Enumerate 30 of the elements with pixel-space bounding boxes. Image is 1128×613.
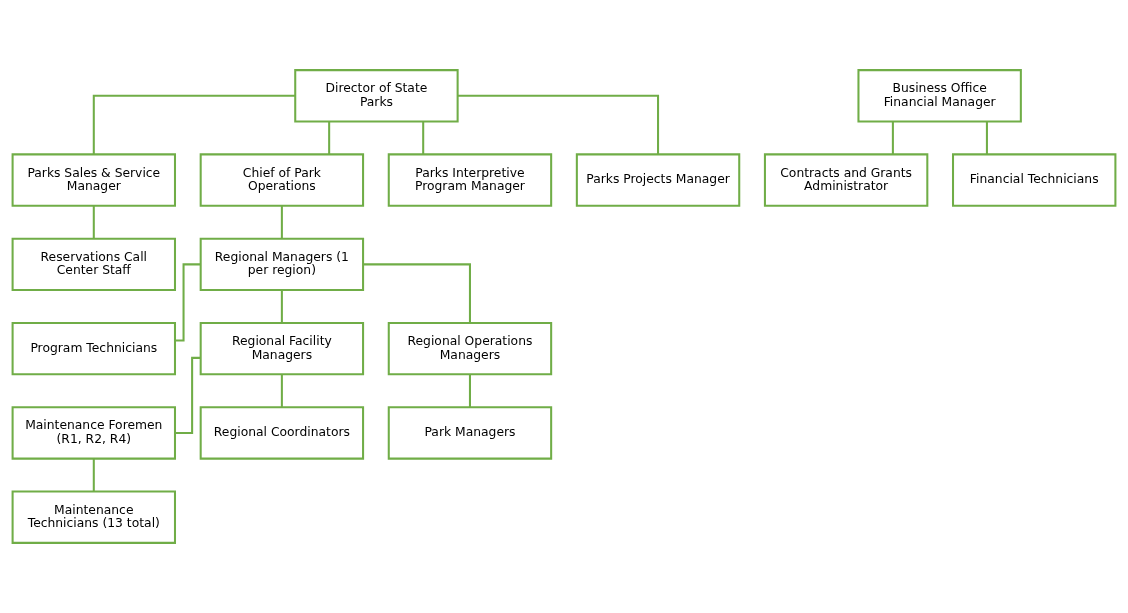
- connector: [280, 290, 283, 323]
- connector: [92, 458, 95, 492]
- node-box: Director of State Parks: [294, 69, 459, 123]
- connector: [92, 94, 296, 155]
- node-box: Park Managers: [387, 406, 553, 460]
- node-box: Parks Sales & Service Manager: [11, 153, 176, 207]
- connector: [891, 121, 894, 155]
- connector: [363, 263, 471, 323]
- node-box: Regional Coordinators: [199, 406, 365, 460]
- node-box: Reservations Call Center Staff: [11, 237, 176, 292]
- node-box: Maintenance Foremen (R1, R2, R4): [11, 406, 176, 460]
- node-box: Business Office Financial Manager: [857, 69, 1022, 123]
- node-box: Chief of Park Operations: [199, 153, 365, 207]
- node-box: Parks Interpretive Program Manager: [387, 153, 553, 207]
- connector: [328, 121, 331, 155]
- node-box: Financial Technicians: [952, 153, 1117, 207]
- connector: [280, 374, 283, 408]
- connector: [985, 121, 988, 155]
- node-box: Program Technicians: [11, 321, 176, 376]
- connector: [468, 374, 471, 408]
- node-box: Regional Managers (1 per region): [199, 237, 365, 292]
- node-box: Maintenance Technicians (13 total): [11, 490, 176, 544]
- node-box: Parks Projects Manager: [575, 153, 741, 207]
- node-box: Contracts and Grants Administrator: [763, 153, 929, 207]
- connector: [280, 205, 283, 239]
- node-box: Regional Operations Managers: [387, 321, 553, 376]
- connector: [457, 94, 660, 155]
- node-box: Regional Facility Managers: [199, 321, 365, 376]
- connector: [92, 205, 95, 239]
- connector: [422, 121, 425, 155]
